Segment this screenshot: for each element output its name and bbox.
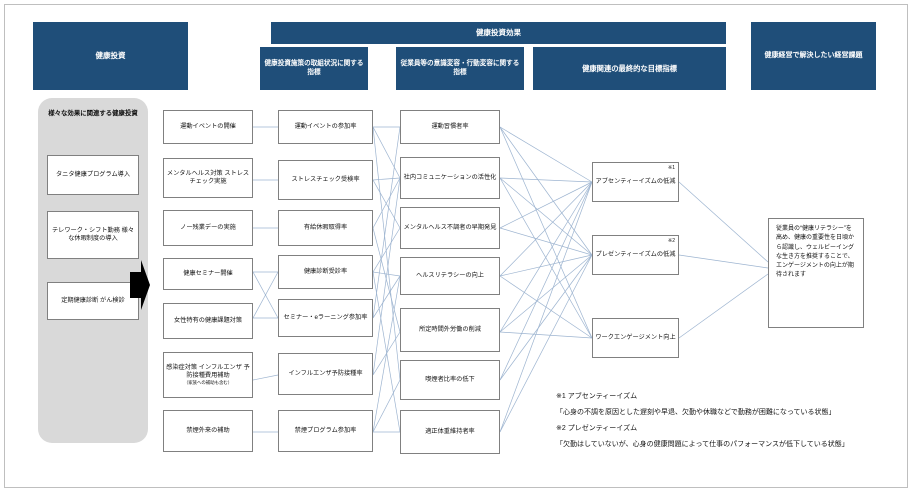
header-investment: 健康投資: [33, 22, 188, 90]
general-investment-item-0[interactable]: タニタ健康プログラム導入: [47, 155, 139, 195]
investment-measure-4[interactable]: 女性特有の健康課題対策: [163, 303, 253, 339]
activity-indicator-5[interactable]: インフルエンザ予防接種率: [278, 353, 373, 395]
activity-indicator-6[interactable]: 禁煙プログラム参加率: [278, 410, 373, 452]
investment-measure-1[interactable]: メンタルヘルス対策 ストレスチェック実施: [163, 158, 253, 198]
behavior-indicator-6[interactable]: 適正体重維持者率: [400, 410, 500, 454]
header-effect-goal: 健康関連の最終的な目標指標: [533, 47, 726, 90]
general-investment-item-1[interactable]: テレワーク・シフト勤務 様々な休暇制度の導入: [47, 211, 139, 259]
management-issue-note: 従業員の“健康リテラシー”を高め、健康の重要性を日頃から認識し、ウェルビーイング…: [768, 218, 864, 328]
footnote-line-3: 「欠勤はしていないが、心身の健康問題によって仕事のパフォーマンスが低下している状…: [556, 441, 849, 448]
header-effect-group: 健康投資効果: [271, 22, 726, 44]
final-goal-0-mark: ※1: [668, 165, 675, 171]
final-goal-2[interactable]: ワークエンゲージメント向上: [592, 318, 679, 358]
behavior-indicator-3[interactable]: ヘルスリテラシーの向上: [400, 257, 500, 295]
activity-indicator-3[interactable]: 健康診断受診率: [278, 255, 373, 289]
activity-indicator-1[interactable]: ストレスチェック受検率: [278, 160, 373, 200]
investment-measure-5-subnote: （家族への補助も含む）: [183, 380, 233, 386]
investment-measure-6[interactable]: 禁煙外来の補助: [163, 410, 253, 452]
behavior-indicator-4[interactable]: 所定時間外労働の削減: [400, 308, 500, 352]
flow-arrow-icon: [130, 260, 150, 310]
header-management-issue: 健康経営で解決したい経営課題: [751, 22, 876, 90]
behavior-indicator-2[interactable]: メンタルヘルス不調者の早期発見: [400, 207, 500, 249]
general-investment-item-2[interactable]: 定期健康診断 がん検診: [47, 282, 139, 320]
activity-indicator-2[interactable]: 有給休暇取得率: [278, 210, 373, 246]
final-goal-1-mark: ※2: [668, 238, 675, 244]
footnote-line-1: 「心身の不調を原因とした遅刻や早退、欠勤や休職などで勤務が困難になっている状態」: [556, 409, 836, 416]
final-goal-1[interactable]: プレゼンティーイズムの低減: [592, 235, 679, 275]
investment-measure-5-label: 感染症対策 インフルエンザ 予防接種費用補助: [166, 364, 250, 380]
activity-indicator-0[interactable]: 運動イベントの参加率: [278, 110, 373, 144]
activity-indicator-4[interactable]: セミナー・eラーニング参加率: [278, 299, 373, 337]
footnote-line-0: ※1 アブセンティーイズム: [556, 393, 638, 400]
footnote-line-2: ※2 プレゼンティーイズム: [556, 425, 638, 432]
final-goal-0[interactable]: アブセンティーイズムの低減: [592, 162, 679, 202]
investment-measure-0[interactable]: 運動イベントの開催: [163, 110, 253, 144]
general-investment-title: 様々な効果に関連する健康投資: [48, 110, 138, 117]
diagram-frame: [4, 4, 908, 488]
behavior-indicator-0[interactable]: 運動習慣者率: [400, 110, 500, 144]
investment-measure-5[interactable]: 感染症対策 インフルエンザ 予防接種費用補助 （家族への補助も含む）: [163, 352, 253, 398]
header-effect-activity: 健康投資施策の取組状況に関する指標: [260, 47, 368, 90]
header-effect-behavior: 従業員等の意識変容・行動変容に関する指標: [396, 47, 524, 90]
investment-measure-2[interactable]: ノー残業デーの実施: [163, 210, 253, 246]
behavior-indicator-1[interactable]: 社内コミュニケーションの活性化: [400, 157, 500, 199]
behavior-indicator-5[interactable]: 喫煙者比率の低下: [400, 360, 500, 400]
investment-measure-3[interactable]: 健康セミナー開催: [163, 258, 253, 290]
